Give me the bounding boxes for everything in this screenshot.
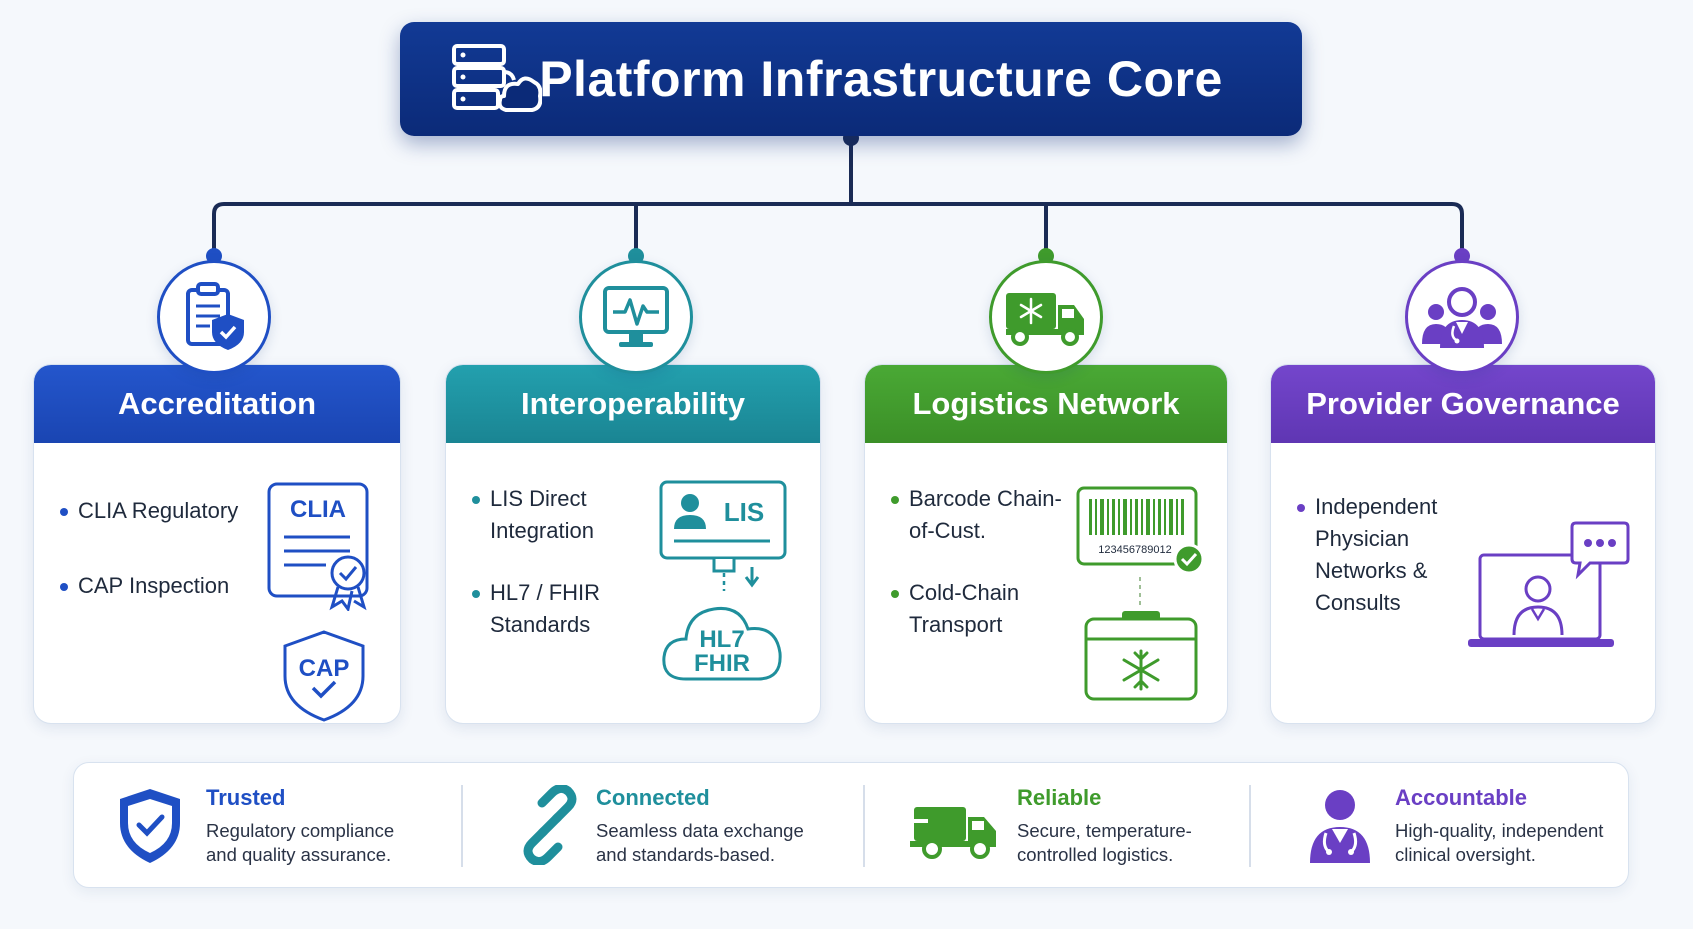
footer-item-connected: Connected Seamless data exchange and sta…	[464, 763, 854, 889]
link-icon	[523, 785, 577, 865]
svg-text:LIS: LIS	[724, 497, 764, 527]
divider	[461, 785, 463, 867]
svg-text:CAP: CAP	[299, 655, 350, 682]
divider	[863, 785, 865, 867]
physician-group-icon	[1422, 287, 1502, 348]
footer-title: Accountable	[1395, 785, 1528, 810]
svg-text:HL7: HL7	[699, 626, 744, 653]
svg-text:CLIA: CLIA	[290, 496, 346, 523]
card-provider-governance: Provider Governance Independent Physicia…	[1270, 364, 1656, 724]
doctor-icon	[1310, 790, 1370, 863]
bullet-item: LIS Direct Integration	[470, 483, 660, 547]
footer-item-trusted: Trusted Regulatory compliance and qualit…	[74, 763, 464, 889]
svg-text:FHIR: FHIR	[694, 650, 750, 677]
accreditation-badge	[157, 260, 271, 374]
bullet-item: CAP Inspection	[58, 570, 238, 602]
card-body: CLIA Regulatory CAP Inspection CLIA CAP	[34, 443, 400, 723]
card-accreditation: Accreditation CLIA Regulatory CAP Inspec…	[33, 364, 401, 724]
page-title: Platform Infrastructure Core	[539, 51, 1223, 107]
bullet-list: CLIA Regulatory CAP Inspection	[58, 495, 238, 628]
footer-desc: Seamless data exchange and standards-bas…	[596, 820, 804, 865]
monitor-heartbeat-icon	[603, 286, 669, 347]
lis-monitor-icon: LIS	[659, 480, 787, 591]
telehealth-laptop-icon	[1468, 521, 1630, 647]
card-title: Provider Governance	[1306, 386, 1620, 421]
divider	[1249, 785, 1251, 867]
bullet-item: Barcode Chain-of-Cust.	[889, 483, 1079, 547]
card-title: Logistics Network	[912, 386, 1180, 421]
card-body: Independent Physician Networks & Consult…	[1271, 443, 1655, 723]
dashed-connector	[1139, 577, 1141, 607]
card-header: Accreditation	[34, 365, 400, 443]
footer-title: Reliable	[1017, 785, 1102, 810]
cap-shield-icon: CAP	[283, 630, 365, 722]
footer-title: Trusted	[206, 785, 286, 810]
values-footer: Trusted Regulatory compliance and qualit…	[73, 762, 1629, 888]
bullet-list: LIS Direct Integration HL7 / FHIR Standa…	[470, 483, 660, 667]
footer-item-accountable: Accountable High-quality, independent cl…	[1250, 763, 1630, 889]
card-interoperability: Interoperability LIS Direct Integration …	[445, 364, 821, 724]
card-body: Barcode Chain-of-Cust. Cold-Chain Transp…	[865, 443, 1227, 723]
clia-certificate-icon: CLIA	[267, 482, 369, 611]
card-logistics-network: Logistics Network Barcode Chain-of-Cust.…	[864, 364, 1228, 724]
hl7-fhir-cloud-icon: HL7 FHIR	[662, 606, 782, 681]
barcode-label-icon: 123456789012	[1076, 486, 1205, 575]
bullet-item: Independent Physician Networks & Consult…	[1295, 491, 1475, 619]
interoperability-badge	[579, 260, 693, 374]
card-title: Accreditation	[117, 386, 317, 421]
clipboard-shield-icon	[186, 282, 244, 350]
footer-desc: High-quality, independent clinical overs…	[1395, 820, 1604, 865]
refrigerated-truck-icon	[1006, 293, 1084, 346]
footer-item-reliable: Reliable Secure, temperature-controlled …	[864, 763, 1254, 889]
card-body: LIS Direct Integration HL7 / FHIR Standa…	[446, 443, 820, 723]
svg-text:123456789012: 123456789012	[1098, 544, 1171, 556]
card-title: Interoperability	[521, 386, 745, 421]
card-header: Interoperability	[446, 365, 820, 443]
footer-desc: Regulatory compliance and quality assura…	[206, 820, 395, 865]
title-banner: Platform Infrastructure Core	[400, 22, 1302, 136]
bullet-item: HL7 / FHIR Standards	[470, 577, 660, 641]
truck-icon	[910, 807, 996, 859]
footer-desc: Secure, temperature-controlled logistics…	[1017, 820, 1192, 865]
logistics-badge	[989, 260, 1103, 374]
bullet-list: Barcode Chain-of-Cust. Cold-Chain Transp…	[889, 483, 1079, 667]
cold-chain-cooler-icon	[1084, 611, 1198, 701]
governance-badge	[1405, 260, 1519, 374]
footer-title: Connected	[596, 785, 710, 810]
shield-check-icon	[120, 789, 180, 863]
card-header: Logistics Network	[865, 365, 1227, 443]
bullet-list: Independent Physician Networks & Consult…	[1295, 491, 1475, 645]
bullet-item: Cold-Chain Transport	[889, 577, 1079, 641]
server-cloud-icon	[452, 44, 542, 112]
card-header: Provider Governance	[1271, 365, 1655, 443]
bullet-item: CLIA Regulatory	[58, 495, 238, 527]
